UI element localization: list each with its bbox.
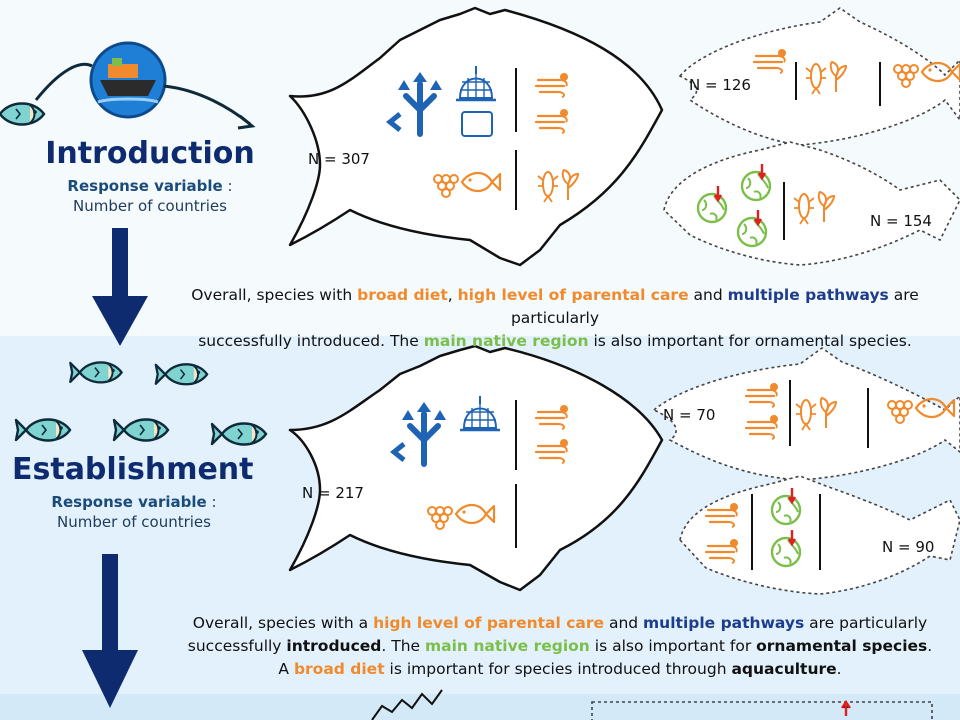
summary-segment: is also important for ornamental species… [588,332,912,350]
response-value: Number of countries [57,513,211,531]
intro-n-top: N = 126 [689,76,751,94]
intro-response-variable: Response variable : Number of countries [67,177,233,215]
intro-main-fish [288,6,664,267]
intro-n-bottom: N = 154 [870,212,932,230]
summary-segment: A [278,660,294,678]
summary-segment: . [927,637,933,655]
summary-segment: Overall, species with a [192,614,374,632]
next-dashed-box [591,701,933,720]
summary-segment: . [836,660,842,678]
path-arrow-left [34,62,93,101]
summary-segment: is important for species introduced thro… [384,660,732,678]
summary-segment: successfully [187,637,287,655]
est-top-fish [652,347,960,481]
summary-segment: aquaculture [731,660,837,678]
response-label: Response variable [67,177,223,195]
summary-segment: main native region [425,637,590,655]
fish-school-icon [14,361,268,446]
summary-segment: broad diet [293,660,385,678]
fish-icon [0,102,46,126]
summary-segment: high level of parental care [457,286,689,304]
est-n-top: N = 70 [663,406,716,424]
summary-segment: high level of parental care [373,614,605,632]
next-section [0,694,960,720]
response-value: Number of countries [73,197,227,215]
est-n-main: N = 217 [302,484,364,502]
intro-bottom-fish [663,141,960,266]
summary-segment: and [688,286,728,304]
summary-segment: . The [381,637,425,655]
summary-segment: Overall, species with [191,286,358,304]
response-label: Response variable [51,493,207,511]
summary-segment: ornamental species [756,637,928,655]
summary-segment: is also important for [589,637,757,655]
summary-segment: main native region [423,332,589,350]
summary-segment: introduced [286,637,382,655]
summary-segment: successfully introduced. The [198,332,424,350]
establishment-title: Establishment [12,452,254,487]
arrow-head-icon [237,114,256,130]
summary-segment: are particularly [804,614,928,632]
summary-segment: multiple pathways [643,614,805,632]
est-main-fish [288,344,664,592]
est-response-variable: Response variable : Number of countries [51,493,217,531]
intro-top-fish [678,7,960,146]
summary-segment: and [604,614,644,632]
intro-n-main: N = 307 [308,150,370,168]
summary-segment: , [447,286,458,304]
summary-segment: multiple pathways [727,286,889,304]
summary-segment: broad diet [357,286,448,304]
arrow-down-icon [82,554,138,708]
next-fish-edge [371,689,443,720]
introduction-title: Introduction [45,136,255,171]
fish-farm-icon [461,111,493,137]
summary-segment: are particularly [510,286,919,327]
est-bottom-fish [679,475,960,595]
est-n-bottom: N = 90 [882,538,935,556]
est-summary: Overall, species with a high level of pa… [160,612,960,681]
arrow-down-icon [92,228,148,346]
ship-icon [89,41,167,119]
intro-summary: Overall, species with broad diet, high l… [150,284,960,353]
